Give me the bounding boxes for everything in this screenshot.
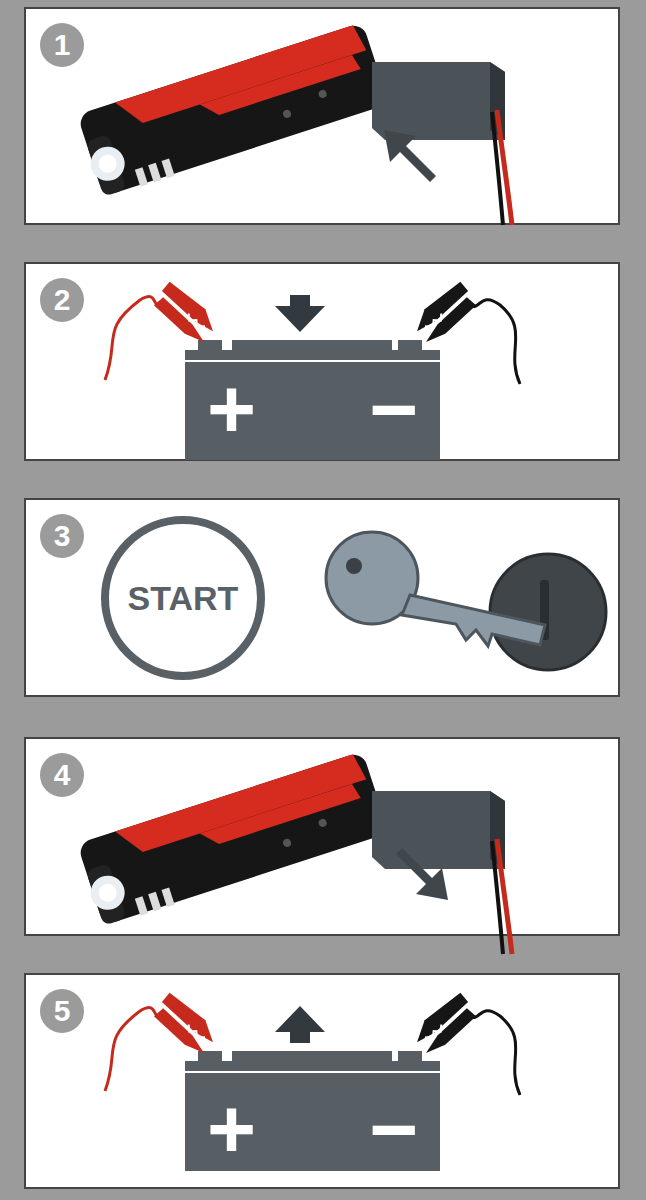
polarity-sign: − xyxy=(369,367,418,451)
callout-number-text: 5 xyxy=(54,996,71,1026)
polarity-sign: + xyxy=(207,1087,256,1171)
callout-number: 4 xyxy=(40,753,84,797)
callout-number: 1 xyxy=(40,23,84,67)
polarity-sign: + xyxy=(207,367,256,451)
callout-number: 3 xyxy=(40,514,84,558)
callout-number-text: 1 xyxy=(54,30,71,60)
start-button: START xyxy=(101,516,265,680)
battery-body: +− xyxy=(185,1077,440,1188)
battery-body: +− xyxy=(185,366,440,460)
callout-number: 5 xyxy=(40,989,84,1033)
callout-number: 2 xyxy=(40,278,84,322)
callout-number-text: 2 xyxy=(54,285,71,315)
polarity-sign: − xyxy=(369,1087,418,1171)
button-label: START xyxy=(128,581,239,615)
callout-number-text: 4 xyxy=(54,760,71,790)
callout-number-text: 3 xyxy=(54,521,71,551)
